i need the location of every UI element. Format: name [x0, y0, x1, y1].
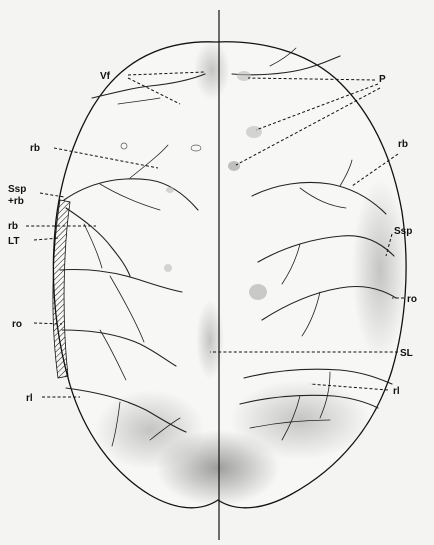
label-lt: LT	[8, 236, 19, 247]
label-vf: Vf	[100, 71, 111, 82]
label-ssp-right: Ssp	[394, 226, 412, 237]
label-rl-right: rl	[393, 386, 400, 397]
label-ssp-rb-line2: +rb	[8, 196, 24, 207]
label-ssp-rb-line1: Ssp	[8, 184, 26, 195]
label-ro-left: ro	[12, 319, 22, 330]
label-rb-right: rb	[398, 139, 408, 150]
label-rl-left: rl	[26, 393, 33, 404]
label-rb-left: rb	[30, 143, 40, 154]
label-rb-left2: rb	[8, 221, 18, 232]
label-ro-right: ro	[407, 294, 417, 305]
label-p: P	[379, 74, 386, 85]
label-sl: SL	[400, 348, 413, 359]
